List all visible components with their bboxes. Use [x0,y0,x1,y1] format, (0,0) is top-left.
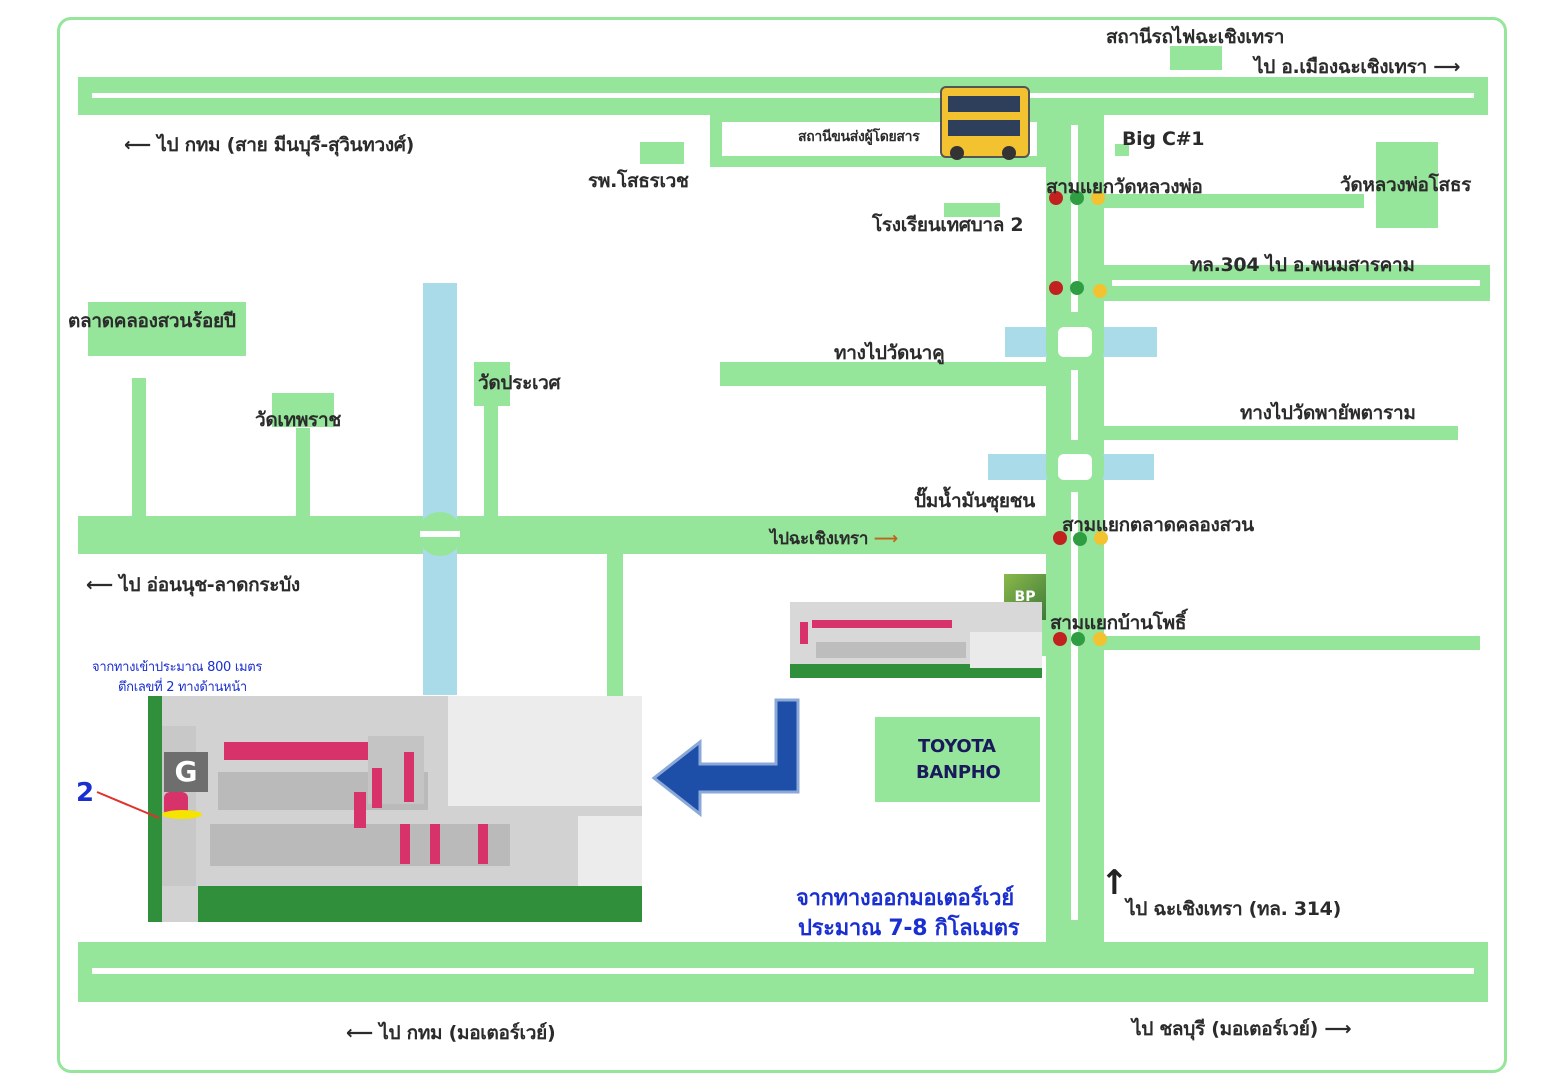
train-station-block [1170,46,1222,70]
label-to-bkk-top: ⟵ ไป กทม (สาย มีนบุรี-สุวินทวงศ์) [124,130,414,160]
label-train-station: สถานีรถไฟฉะเชิงเทรา [1106,26,1285,48]
label-route-304: ทล.304 ไป อ.พนมสารคาม [1190,254,1415,276]
label-wat-prawet: วัดประเวศ [478,372,561,394]
market-block [88,302,246,356]
arrow-left-icon: ⟵ [124,134,151,156]
traffic-light-red [1049,191,1063,205]
traffic-light-yellow [1093,632,1107,646]
arrow-up-icon: ↑ [1100,863,1129,903]
traffic-light-green [1073,532,1087,546]
hospital-block [640,142,684,164]
wat-thep-rat-block [272,393,334,427]
label-to-chonburi-motorway: ไป ชลบุรี (มอเตอร์เวย์) ⟶ [1132,1014,1352,1044]
bus-icon [940,86,1030,160]
entrance-note-line-2: ตึกเลขที่ 2 ทางด้านหน้า [118,680,247,695]
traffic-light-yellow [1093,284,1107,298]
road-top-median [92,93,1474,98]
label-junction-wat-luang-pho: สามแยกวัดหลวงพ่อ [1046,176,1203,198]
toyota-line-1: TOYOTA [918,736,996,757]
road-wat-thep-rat-spur [296,428,310,518]
road-ban-pho [1104,636,1480,650]
label-big-c: Big C#1 [1122,128,1205,150]
wat-prawet-block [474,362,510,406]
road-south-spur [607,554,623,696]
building-pointer-line [96,791,160,819]
label-to-chachoengsao-mid: ไปฉะเชิงเทรา ⟶ [770,525,898,552]
road-wat-phayat [1104,426,1458,440]
label-bus-terminal: สถานีขนส่งผู้โดยสาร [798,129,920,145]
g-marker: G [164,752,208,792]
label-wat-thep-rat: วัดเทพราช [255,409,341,431]
traffic-light-red [1049,281,1063,295]
bridge-2-deck [1058,454,1092,480]
site-thumbnail [790,602,1042,678]
label-to-bkk-motorway: ⟵ ไป กทม (มอเตอร์เวย์) [346,1018,556,1048]
canal-bridge-deck [420,531,460,537]
label-to-chachoengsao-314: ไป ฉะเชิงเทรา (ทล. 314) [1126,898,1341,920]
wat-luang-pho-block [1376,142,1438,228]
label-text: ไป อ.เมืองฉะเชิงเทรา [1254,56,1427,78]
label-junction-ban-pho: สามแยกบ้านโพธิ์ [1050,612,1187,634]
label-to-chachoengsao-city: ไป อ.เมืองฉะเชิงเทรา ⟶ [1254,52,1460,82]
g-marker-text: G [174,755,198,788]
traffic-light-green [1071,632,1085,646]
big-c-block [1115,144,1129,156]
traffic-light-green [1070,191,1084,205]
label-municipal-school: โรงเรียนเทศบาล 2 [872,214,1024,236]
canal [423,283,457,695]
site-plan: G [148,696,642,922]
traffic-light-red [1053,531,1067,545]
entrance-note-line-1: จากทางเข้าประมาณ 800 เมตร [92,660,263,675]
toyota-line-2: BANPHO [916,762,1001,783]
road-bottom-median [92,968,1474,974]
motorway-note-line-1: จากทางออกมอเตอร์เวย์ [796,886,1014,911]
label-hospital: รพ.โสธรเวช [588,170,689,192]
road-wat-luang-pho [1104,194,1364,208]
arrow-left-icon: ⟵ [346,1022,373,1044]
route-arrow [651,698,800,818]
label-text: ไป ชลบุรี (มอเตอร์เวย์) [1132,1018,1318,1040]
building-number: 2 [76,778,94,808]
label-text: ไป กทม (มอเตอร์เวย์) [379,1022,556,1044]
label-to-wat-na-khu: ทางไปวัดนาคู [834,342,945,364]
label-to-wat-phayat: ทางไปวัดพายัพตาราม [1240,402,1416,424]
traffic-light-yellow [1091,191,1105,205]
school-block [944,203,1000,217]
arrow-left-icon: ⟵ [86,574,113,596]
road-middle [78,516,1048,554]
arrow-right-icon: ⟶ [1433,56,1461,78]
label-junction-klong-suan: สามแยกตลาดคลองสวน [1062,514,1254,536]
label-wat-luang-pho-sothon: วัดหลวงพ่อโสธร [1340,174,1472,196]
building-2-marker [162,810,202,819]
bridge-1-deck [1058,327,1092,357]
label-text: ไป อ่อนนุช-ลาดกระบัง [119,574,300,596]
toyota-block [875,717,1040,802]
label-gas-station: ปั๊มน้ำมันซุยชน [914,490,1035,512]
traffic-light-yellow [1094,531,1108,545]
label-market: ตลาดคลองสวนร้อยปี [68,310,236,332]
traffic-light-red [1053,632,1067,646]
label-text: ไปฉะเชิงเทรา [770,529,869,549]
traffic-light-green [1070,281,1084,295]
arrow-right-icon: ⟶ [873,529,898,549]
arrow-right-icon: ⟶ [1324,1018,1352,1040]
label-text: ไป กทม (สาย มีนบุรี-สุวินทวงศ์) [157,134,415,156]
road-wat-prawet-spur [484,406,498,518]
road-304-line [1112,280,1480,286]
label-to-onnut: ⟵ ไป อ่อนนุช-ลาดกระบัง [86,570,300,600]
road-site-connector [1038,600,1048,656]
road-vertical-median [1071,125,1078,920]
map-frame [57,17,1507,1073]
motorway-note-line-2: ประมาณ 7-8 กิโลเมตร [798,916,1020,941]
bp-logo-text: BP [1014,589,1036,605]
road-wat-na-khu [720,362,1050,386]
road-market-spur [132,378,146,518]
